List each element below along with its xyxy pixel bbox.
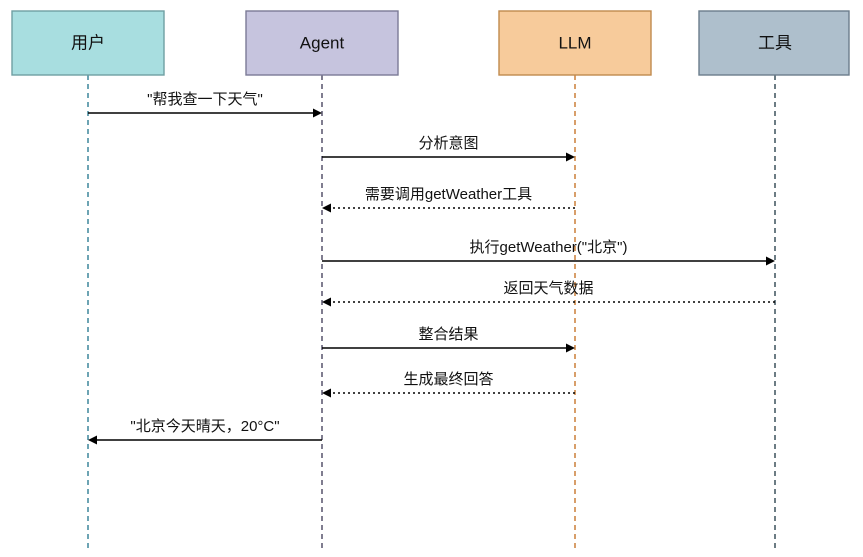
participant-box-user bbox=[11, 10, 165, 76]
message-label-m3: 需要调用getWeather工具 bbox=[365, 186, 532, 203]
message-label-m5: 返回天气数据 bbox=[503, 280, 593, 297]
message-label-m8: "北京今天晴天，20°C" bbox=[130, 418, 279, 435]
participant-label-llm: LLM bbox=[558, 33, 591, 52]
message-arrowhead-m2 bbox=[566, 152, 575, 162]
messages-group: "帮我查一下天气" 分析意图需要调用getWeather工具执行getWeathe… bbox=[88, 91, 775, 445]
message-arrowhead-m5 bbox=[322, 297, 331, 307]
message-label-m7: 生成最终回答 bbox=[403, 371, 493, 388]
message-m7[interactable]: 生成最终回答 bbox=[322, 371, 575, 398]
message-arrowhead-m7 bbox=[322, 388, 331, 398]
message-label-m1: "帮我查一下天气" bbox=[147, 91, 263, 108]
participant-box-agent bbox=[245, 10, 399, 76]
message-label-m2: 分析意图 bbox=[418, 134, 478, 152]
participant-user[interactable]: 用户 bbox=[11, 10, 165, 76]
message-m5[interactable]: 返回天气数据 bbox=[322, 280, 775, 307]
participant-box-tool bbox=[698, 10, 850, 76]
message-m2[interactable]: 分析意图 bbox=[322, 134, 575, 162]
participant-box-llm bbox=[498, 10, 652, 76]
participant-llm[interactable]: LLM bbox=[498, 10, 652, 76]
message-m8[interactable]: "北京今天晴天，20°C" bbox=[88, 418, 322, 445]
message-arrowhead-m8 bbox=[88, 435, 97, 445]
message-m6[interactable]: 整合结果 bbox=[322, 326, 575, 353]
message-m4[interactable]: 执行getWeather("北京") bbox=[322, 239, 775, 266]
message-arrowhead-m4 bbox=[766, 256, 775, 266]
participants-group: 用户 Agent LLM 工具 bbox=[11, 10, 850, 76]
participant-tool[interactable]: 工具 bbox=[698, 10, 850, 76]
message-arrowhead-m1 bbox=[313, 108, 322, 118]
message-label-m6: 整合结果 bbox=[418, 326, 478, 343]
participant-label-user: 用户 bbox=[71, 33, 105, 52]
lifelines-group bbox=[87, 75, 776, 548]
message-label-m4: 执行getWeather("北京") bbox=[470, 239, 628, 256]
message-arrowhead-m6 bbox=[566, 343, 575, 353]
participant-agent[interactable]: Agent bbox=[245, 10, 399, 76]
message-arrowhead-m3 bbox=[322, 203, 331, 213]
participant-label-agent: Agent bbox=[300, 33, 345, 52]
message-m1[interactable]: "帮我查一下天气" bbox=[88, 91, 322, 118]
message-m3[interactable]: 需要调用getWeather工具 bbox=[322, 186, 575, 213]
participant-label-tool: 工具 bbox=[758, 33, 792, 52]
